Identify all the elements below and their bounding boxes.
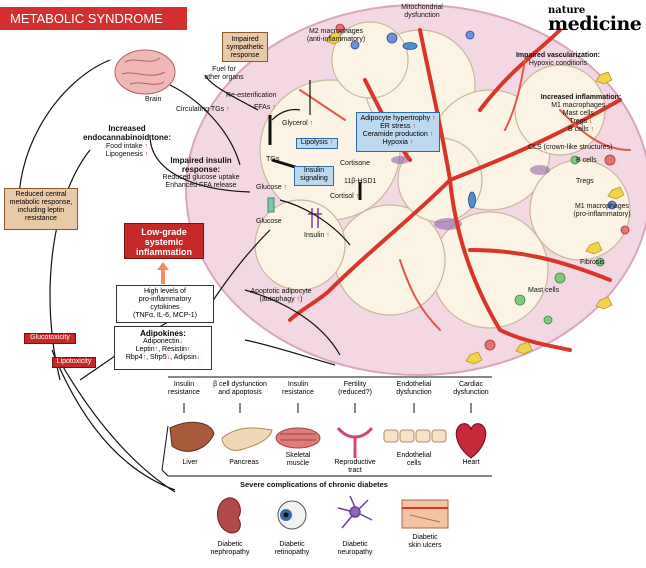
lipolysis-box: Lipolysis ↑: [296, 138, 338, 149]
organ-label: Heart: [462, 459, 480, 466]
fibrosis-label: Fibrosis: [580, 259, 605, 266]
severe-complications-title: Severe complications of chronic diabetes: [240, 480, 388, 489]
glucose-transporter-icon: [267, 197, 275, 213]
glycerol-label: Glycerol ↑: [282, 120, 314, 127]
journal-logo-top: nature: [548, 5, 586, 16]
organ-label: Pancreas: [229, 459, 259, 466]
brain-illustration: [114, 49, 176, 95]
blood-vessels: [288, 28, 622, 352]
circulating-tgs-label: Circulating TGs ↑: [176, 106, 230, 113]
ffas-label: FFAs ↑: [254, 104, 276, 111]
brain-label: Brain: [145, 96, 162, 103]
effect-label: Fertility(reduced?): [338, 381, 372, 396]
vascularization-label: Impaired vascularization:Hypoxic conditi…: [515, 52, 601, 67]
cortisol-label: Cortisol ↑: [330, 193, 360, 200]
hsd-label: 11β-HSD1: [344, 178, 377, 185]
neuron-icon: [337, 495, 373, 529]
skin-ulcer-icon: [401, 499, 449, 529]
m2-macrophages-label: M2 macrophages(anti-inflammatory): [306, 28, 366, 43]
insulin-receptor-icon: [308, 208, 322, 228]
adipokines-box: Adipokines: Adiponectin↓ Leptin↑, Resist…: [114, 326, 212, 370]
increased-inflammation-label: Increased inflammation: M1 macrophages ↑…: [540, 94, 622, 133]
side-mast-cells-label: Mast cells: [528, 287, 560, 294]
re-esterification-label: Re-esterification: [226, 92, 277, 99]
cortisone-label: Cortisone: [340, 160, 370, 167]
side-b-cells-label: B cells: [576, 157, 597, 164]
adipocyte-hypertrophy-box: Adipocyte hypertrophy ↑ ER stress ↑ Cera…: [356, 112, 440, 152]
endothelial-cells-icon: [383, 429, 447, 443]
mitochondria-icons: [402, 42, 476, 209]
glucose-label-inner: Glucose ↑: [256, 184, 288, 191]
glucotoxicity-badge: Glucotoxicity: [24, 333, 76, 344]
immune-cells-green: [514, 155, 605, 325]
reproductive-tract-icon: [336, 426, 374, 458]
tgs-label: TGs: [266, 156, 280, 163]
pancreas-icon: [221, 427, 273, 451]
page-title: METABOLIC SYNDROME: [0, 7, 187, 30]
cls-label: CLS (crown-like structures): [528, 144, 613, 151]
organ-label: Liver: [182, 459, 198, 466]
side-m1-label: M1 macrophages(pro-inflammatory): [573, 203, 631, 218]
immune-cells-red: [335, 23, 630, 351]
immune-cells-yellow: [325, 31, 625, 365]
side-tregs-label: Tregs: [576, 178, 594, 185]
lipotoxicity-badge: Lipotoxicity: [52, 357, 96, 368]
kidney-icon: [217, 497, 241, 534]
endocannabinoid-effects: Food intake ↑ Lipogenesis ↑: [105, 143, 149, 158]
insulin-label: Insulin ↑: [304, 232, 330, 239]
heart-icon: [455, 423, 487, 459]
pathway-arrows: [18, 59, 351, 493]
apoptotic-adipocyte-label: Apoptotic adipocyte (autophagy ↑): [250, 288, 312, 303]
eye-icon: [277, 500, 307, 530]
insulin-response-text: Impaired insulin response: Reduced gluco…: [162, 156, 240, 189]
effect-arrows: [183, 403, 472, 413]
organ-bracket: [161, 425, 492, 477]
liver-icon: [169, 421, 215, 452]
skeletal-muscle-icon: [275, 427, 321, 449]
small-vessels: [299, 59, 631, 331]
immune-cells-blue: [350, 30, 617, 210]
glucose-label-outer: Glucose: [256, 218, 282, 225]
up-arrow-icon: [157, 262, 169, 284]
journal-logo-bottom: medicine: [548, 13, 642, 35]
